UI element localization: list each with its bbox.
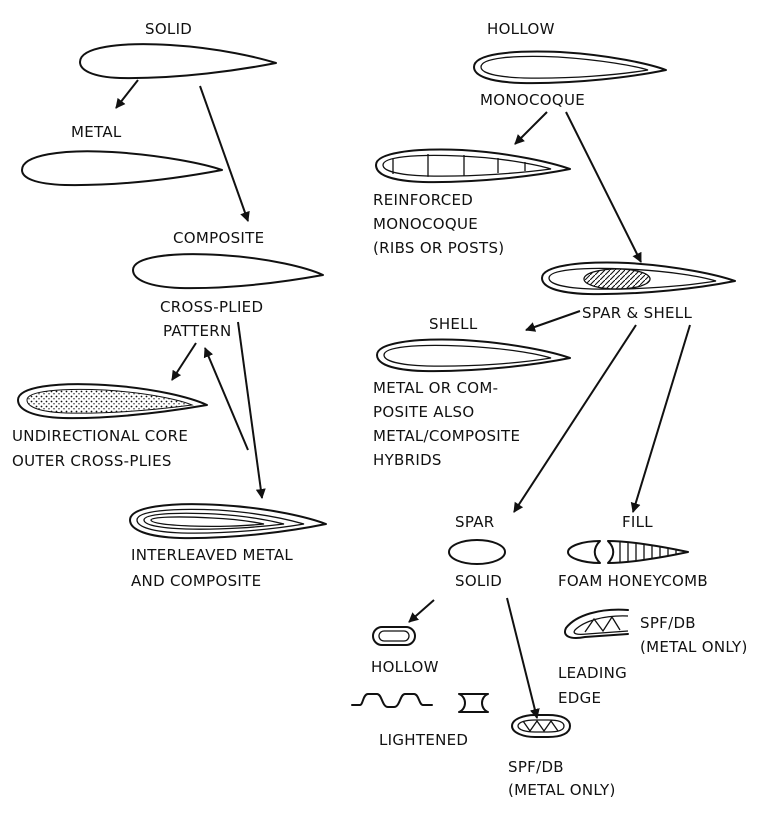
label-spfdb-spar-2: (METAL ONLY) xyxy=(508,781,616,799)
reinforced-monocoque-airfoil-icon xyxy=(375,148,571,184)
label-interleaved-2: AND COMPOSITE xyxy=(131,572,261,590)
label-lightened: LIGHTENED xyxy=(379,731,468,749)
unidirectional-core-airfoil-icon xyxy=(17,383,208,420)
label-cross-plied-1: CROSS-PLIED xyxy=(160,298,263,316)
label-shell-desc-2: POSITE ALSO xyxy=(373,403,474,421)
label-foam-honeycomb: FOAM HONEYCOMB xyxy=(558,572,708,590)
arrow-monocoque-to-reinforced xyxy=(514,111,548,145)
label-reinforced-3: (RIBS OR POSTS) xyxy=(373,239,504,257)
unidirectional-core-stipple xyxy=(27,389,192,414)
label-spfdb-le-2: (METAL ONLY) xyxy=(640,638,748,656)
arrow-solid-spar-to-spfdb xyxy=(506,597,540,719)
cross-plied-airfoil-icon xyxy=(132,253,324,290)
label-unidirectional-2: OUTER CROSS-PLIES xyxy=(12,452,172,470)
arrow-cross-plied-to-unidirectional xyxy=(171,342,197,381)
hollow-spar-icon xyxy=(372,626,416,646)
label-interleaved-1: INTERLEAVED METAL xyxy=(131,546,293,564)
label-solid: SOLID xyxy=(145,20,192,38)
honeycomb-cells xyxy=(619,542,677,562)
arrow-solid-spar-to-hollow xyxy=(408,599,435,623)
leading-edge-spfdb-inner xyxy=(573,615,629,636)
shell-airfoil-inner xyxy=(383,344,552,367)
label-spar-solid: SOLID xyxy=(455,572,502,590)
arrow-spar-shell-to-fill xyxy=(630,324,691,513)
lightened-spar-ibeam-icon xyxy=(458,693,489,713)
label-reinforced-1: REINFORCED xyxy=(373,191,473,209)
lightened-spar-corrugated-icon xyxy=(351,693,433,708)
metal-airfoil-icon xyxy=(21,150,223,187)
label-hollow-top: HOLLOW xyxy=(487,20,555,38)
arrow-spar-shell-to-shell xyxy=(525,310,581,332)
label-spar-hollow: HOLLOW xyxy=(371,658,439,676)
arrow-spar-shell-to-spar xyxy=(513,324,637,513)
interleaved-airfoil-icon xyxy=(129,503,327,540)
label-shell-desc-1: METAL OR COM- xyxy=(373,379,498,397)
label-spar: SPAR xyxy=(455,513,495,531)
spfdb-spar-truss xyxy=(517,719,565,733)
reinforced-ribs-icon xyxy=(382,154,552,177)
label-shell: SHELL xyxy=(429,315,478,333)
spar-shell-inner xyxy=(548,267,717,290)
arrow-interleaved-to-cross-plied xyxy=(203,347,249,451)
foam-fill-icon xyxy=(567,540,601,564)
arrow-solid-to-composite xyxy=(199,85,250,222)
interleaved-layer-3 xyxy=(150,516,265,528)
arrow-cross-plied-to-interleaved xyxy=(237,321,266,499)
spfdb-spar-icon xyxy=(511,714,571,738)
label-reinforced-2: MONOCOQUE xyxy=(373,215,478,233)
hollow-airfoil-icon xyxy=(473,50,667,85)
spar-shell-spar-hatch xyxy=(583,268,651,290)
label-metal: METAL xyxy=(71,123,122,141)
label-leading-1: LEADING xyxy=(558,664,627,682)
label-unidirectional-1: UNDIRECTIONAL CORE xyxy=(12,427,188,445)
label-leading-2: EDGE xyxy=(558,689,601,707)
label-composite: COMPOSITE xyxy=(173,229,264,247)
shell-airfoil-icon xyxy=(376,338,571,373)
label-shell-desc-4: HYBRIDS xyxy=(373,451,442,469)
label-shell-desc-3: METAL/COMPOSITE xyxy=(373,427,520,445)
leading-edge-spfdb-icon xyxy=(564,608,629,639)
solid-airfoil-icon xyxy=(79,43,277,80)
label-fill: FILL xyxy=(622,513,653,531)
label-cross-plied-2: PATTERN xyxy=(163,322,231,340)
spar-shell-airfoil-icon xyxy=(541,261,736,296)
arrow-solid-to-metal xyxy=(115,79,139,109)
label-spfdb-le-1: SPF/DB xyxy=(640,614,696,632)
honeycomb-fill-icon xyxy=(607,540,689,564)
hollow-airfoil-inner xyxy=(480,55,649,79)
arrow-monocoque-to-spar-shell xyxy=(565,111,642,263)
label-spfdb-spar-1: SPF/DB xyxy=(508,758,564,776)
hollow-spar-inner xyxy=(378,630,410,642)
label-spar-shell: SPAR & SHELL xyxy=(582,304,692,322)
interleaved-layer-2 xyxy=(143,512,285,530)
label-monocoque: MONOCOQUE xyxy=(480,91,585,109)
interleaved-layer-1 xyxy=(136,508,305,534)
solid-spar-icon xyxy=(448,539,506,565)
